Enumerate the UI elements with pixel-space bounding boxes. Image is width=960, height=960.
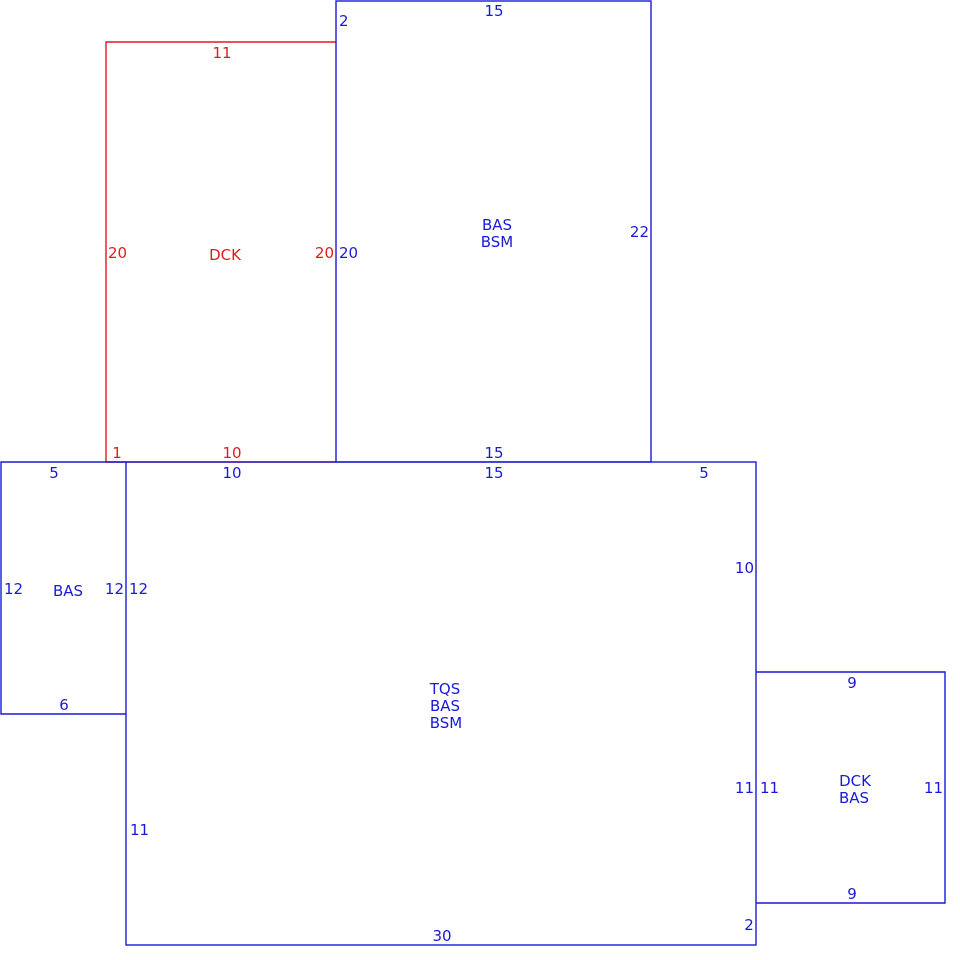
main-block-dim-right-lower: 11 xyxy=(735,779,754,797)
right-block-code-1: DCK xyxy=(839,772,872,790)
main-block-code-2: BAS xyxy=(430,697,460,715)
area-main-block: TQS BAS BSM 10 15 5 12 11 10 11 30 2 xyxy=(125,461,757,946)
area-left-block: BAS 5 12 12 6 xyxy=(0,461,126,715)
upper-block-dim-right: 22 xyxy=(630,223,649,241)
left-block-dim-top: 5 xyxy=(49,464,59,482)
main-block-dim-top-left: 10 xyxy=(222,464,241,482)
main-block-dim-left-upper: 12 xyxy=(129,580,148,598)
left-block-dim-bottom: 6 xyxy=(59,696,69,714)
main-block-outline xyxy=(125,461,757,946)
upper-block-dim-top: 15 xyxy=(484,2,503,20)
main-block-dim-top-mid: 15 xyxy=(484,464,503,482)
main-block-code-3: BSM xyxy=(430,714,463,732)
main-block-code-1: TQS xyxy=(429,680,461,698)
right-block-dim-bottom: 9 xyxy=(847,885,857,903)
upper-block-code-2: BSM xyxy=(481,233,514,251)
main-block-dim-top-right: 5 xyxy=(699,464,709,482)
right-block-dim-top: 9 xyxy=(847,674,857,692)
deck-top-dim-bottom: 10 xyxy=(222,444,241,462)
right-block-code-2: BAS xyxy=(839,789,869,807)
left-block-dim-left: 12 xyxy=(4,580,23,598)
left-block-code: BAS xyxy=(53,582,83,600)
left-block-dim-right: 12 xyxy=(105,580,124,598)
left-block-outline xyxy=(0,461,126,715)
deck-top-dim-left: 20 xyxy=(108,244,127,262)
area-right-block: DCK BAS 9 11 11 9 xyxy=(756,671,946,904)
area-deck-top: DCK 11 20 20 10 1 xyxy=(105,41,336,463)
main-block-dim-left-lower: 11 xyxy=(130,821,149,839)
right-block-outline xyxy=(756,671,946,904)
upper-block-dim-bottom: 15 xyxy=(484,444,503,462)
right-block-dim-right: 11 xyxy=(924,779,943,797)
area-upper-block: BAS BSM 15 2 20 22 15 xyxy=(335,0,652,463)
main-block-dim-bottom: 30 xyxy=(432,927,451,945)
upper-block-code-1: BAS xyxy=(482,216,512,234)
deck-top-code: DCK xyxy=(209,246,242,264)
deck-top-dim-top: 11 xyxy=(212,44,231,62)
main-block-dim-bottom-right: 2 xyxy=(744,916,754,934)
main-block-dim-right-upper: 10 xyxy=(735,559,754,577)
deck-top-dim-right: 20 xyxy=(315,244,334,262)
right-block-dim-left: 11 xyxy=(760,779,779,797)
upper-block-dim-top-left: 2 xyxy=(339,12,349,30)
upper-block-dim-left: 20 xyxy=(339,244,358,262)
deck-top-dim-jog: 1 xyxy=(112,444,122,462)
